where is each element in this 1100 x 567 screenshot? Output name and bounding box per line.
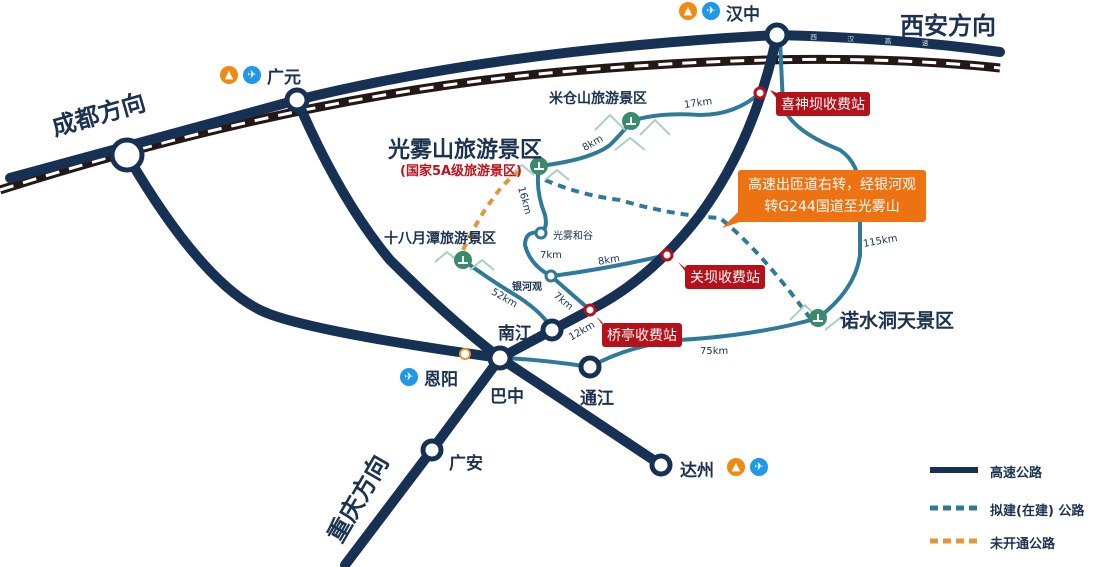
plane-icon: ✈ [243, 66, 261, 84]
city-nanjiang: 南江 [498, 324, 532, 344]
tree-icon [809, 309, 827, 327]
plane-icon: ✈ [750, 458, 768, 476]
nanjiang-node [540, 318, 564, 342]
yinheguan-node [544, 269, 558, 283]
tree-icon [454, 251, 472, 269]
route-callout: 高速出匝道右转，经银河观 转G244国道至光雾山 [738, 170, 926, 222]
plane-icon: ✈ [400, 368, 418, 386]
callout-line-2: 转G244国道至光雾山 [764, 199, 900, 215]
legend-unopened: 未开通公路 [990, 537, 1056, 552]
train-icon: ▲ [727, 458, 745, 476]
scenic-icons [454, 112, 827, 327]
chengdu-node [109, 137, 145, 173]
guangan-node [420, 438, 444, 462]
tongjiang-node [578, 355, 602, 379]
distance-label: 7km [540, 250, 562, 261]
enyang-node [459, 348, 471, 360]
place-guangwuhegu: 光雾和谷 [553, 231, 593, 242]
tree-icon [530, 157, 548, 175]
guangyuan-node [284, 87, 310, 113]
city-tongjiang: 通江 [580, 389, 614, 409]
callout-line-1: 高速出匝道右转，经银河观 [748, 177, 916, 193]
city-enyang: 恩阳 [424, 370, 458, 390]
planned-road [544, 178, 812, 320]
place-yinheguan: 银河观 [512, 282, 542, 293]
toll-xishenba: 喜神坝收费站 [776, 92, 870, 116]
toll-nodes [583, 86, 767, 317]
city-nodes [109, 22, 790, 477]
city-bazhong: 巴中 [490, 387, 524, 407]
legend-planned: 拟建(在建) 公路 [990, 504, 1085, 519]
toll-guanba: 关坝收费站 [685, 265, 765, 289]
toll-qiaoting: 桥亭收费站 [602, 323, 682, 347]
scenic-shibayuetan: 十八月潭旅游景区 [384, 231, 496, 247]
bazhong-node [487, 345, 513, 371]
city-dazhou: 达州 [680, 461, 714, 481]
direction-xian: 西安方向 [900, 12, 996, 40]
city-guangan: 广安 [449, 454, 483, 474]
plane-icon: ✈ [702, 2, 720, 20]
dazhou-node [649, 453, 673, 477]
scenic-nuoshuidong: 诺水洞天景区 [840, 310, 955, 332]
scenic-micangshan: 米仓山旅游景区 [549, 91, 647, 107]
legend-highway: 高速公路 [990, 466, 1043, 481]
city-hanzhong: 汉中 [726, 5, 760, 25]
unopened-road [461, 168, 524, 251]
tree-icon [622, 112, 640, 130]
guangwuhegu-node [534, 226, 548, 240]
scenic-guangwushan-note: (国家5A级旅游景区) [400, 164, 522, 179]
distance-label: 75km [700, 346, 729, 357]
train-icon: ▲ [679, 2, 697, 20]
scenic-guangwushan: 光雾山旅游景区 [388, 138, 543, 163]
hanzhong-node [764, 22, 790, 48]
train-icon: ▲ [220, 66, 238, 84]
city-guangyuan: 广元 [267, 68, 301, 88]
railway [0, 54, 1001, 195]
